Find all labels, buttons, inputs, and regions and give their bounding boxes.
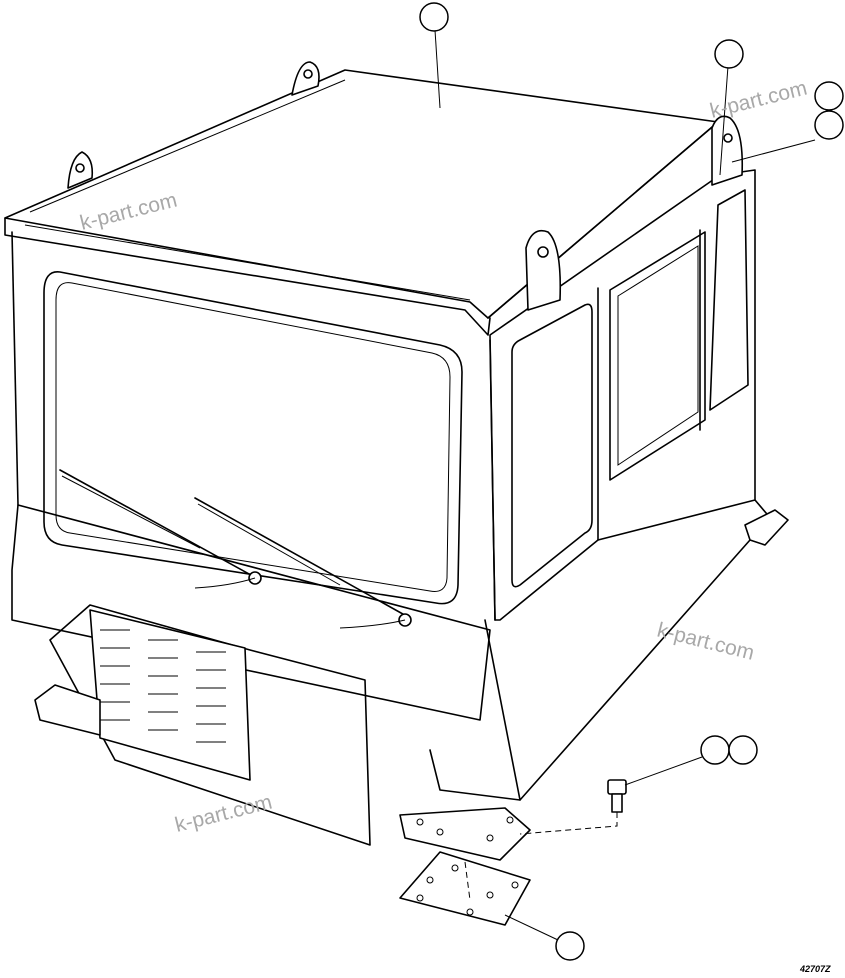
drawing-code: 42707Z bbox=[799, 964, 831, 974]
front-windshield bbox=[43, 271, 463, 605]
callout-bubble-roof bbox=[419, 2, 449, 32]
callout-bubble-top-right-1 bbox=[814, 81, 844, 111]
lower-front bbox=[11, 504, 751, 846]
watermark: k-part.com bbox=[708, 77, 810, 123]
side-windows bbox=[511, 189, 749, 588]
shim-plate bbox=[399, 851, 531, 926]
watermark: k-part.com bbox=[655, 619, 757, 665]
callout-bubble-bolt-2 bbox=[728, 735, 758, 765]
wipers bbox=[59, 469, 412, 629]
lifting-eyes bbox=[67, 61, 744, 311]
mounting-bolt bbox=[464, 779, 627, 901]
callouts bbox=[419, 2, 844, 961]
callout-bubble-top-right-2 bbox=[814, 110, 844, 140]
mounting-pads bbox=[34, 509, 789, 861]
callout-bubble-eye bbox=[714, 39, 744, 69]
watermark: k-part.com bbox=[173, 791, 275, 837]
grille-louvers bbox=[100, 629, 226, 743]
callout-bubble-shim bbox=[555, 931, 585, 961]
callout-bubble-bolt-1 bbox=[700, 735, 730, 765]
